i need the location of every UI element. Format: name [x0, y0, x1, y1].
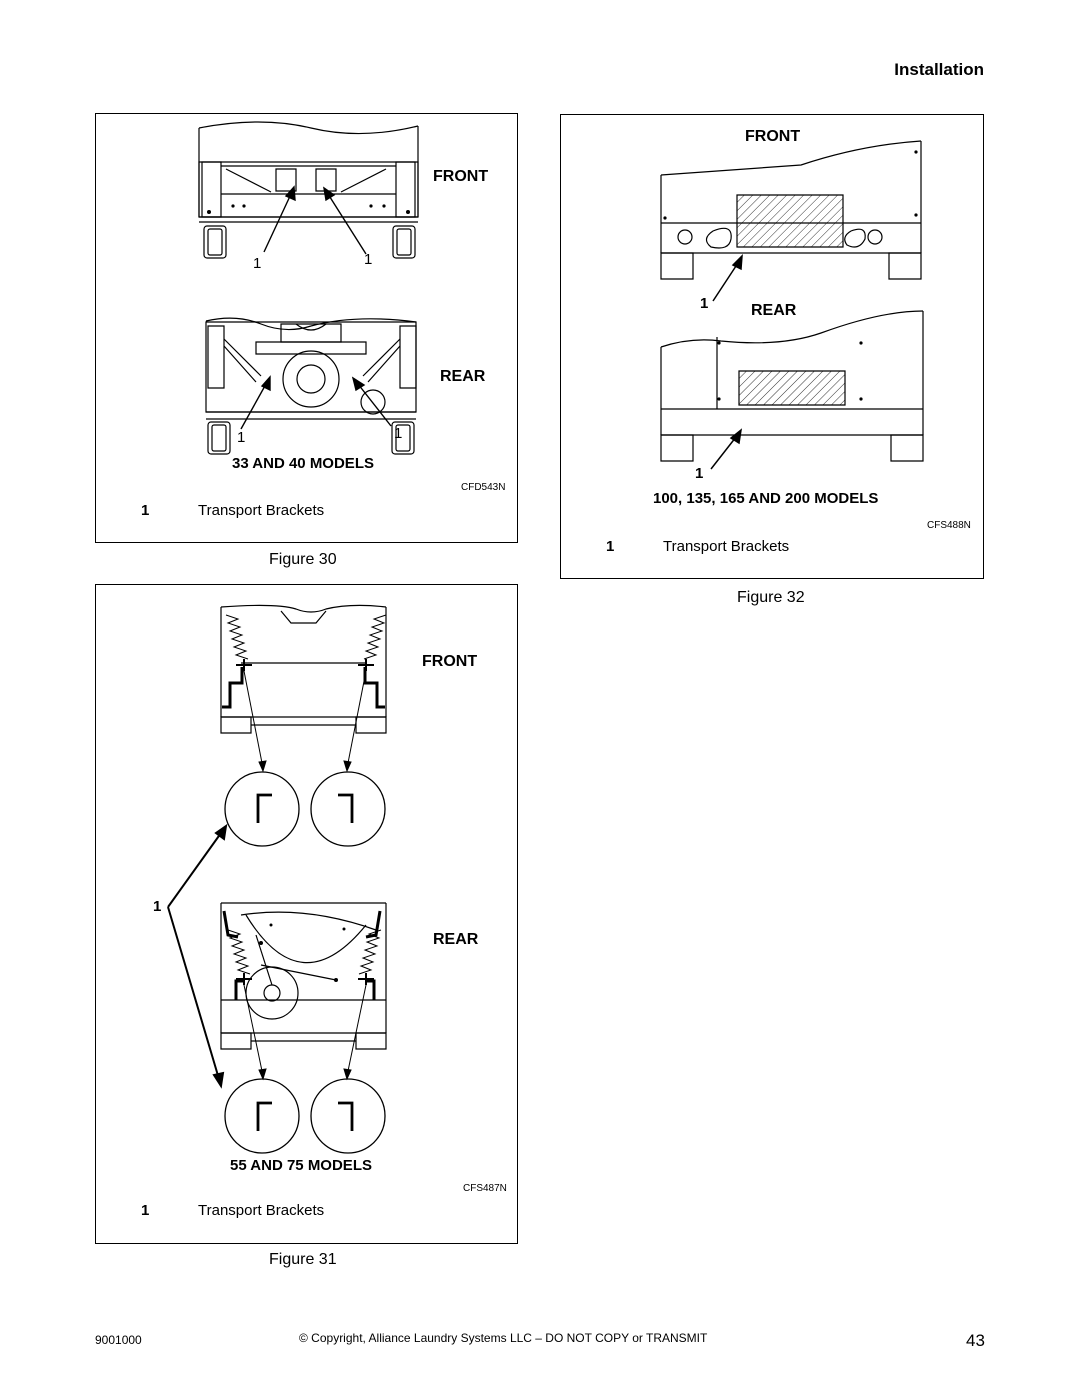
figure-30-rear-label: REAR: [440, 368, 486, 385]
figure-30-caption: Figure 30: [269, 551, 337, 568]
figure-30-callout-front-right: 1: [364, 251, 373, 268]
figure-30-callout-rear-right: 1: [394, 425, 403, 442]
figure-30-front-label: FRONT: [433, 168, 489, 185]
figure-32-legend-text: Transport Brackets: [663, 538, 790, 555]
figure-32-rear-label: REAR: [751, 302, 797, 319]
figure-30-legend-text: Transport Brackets: [198, 502, 325, 519]
figure-32-front-label: FRONT: [745, 128, 801, 145]
figure-32-callout-front: 1: [700, 295, 709, 312]
figure-30-models-label: 33 AND 40 MODELS: [232, 455, 374, 472]
figure-32-drawing: [561, 115, 985, 580]
figure-31-rear-label: REAR: [433, 931, 479, 948]
footer-doc-number: 9001000: [95, 1333, 142, 1347]
figure-30-drawing-code: CFD543N: [461, 482, 506, 493]
figure-32-frame: FRONT 1 REAR 1 100, 135, 165 AND 200 MOD…: [560, 114, 984, 579]
figure-30-frame: FRONT 1 1 REAR 1 1 33 AND 40 MODELS CFD5…: [95, 113, 518, 543]
figure-31-caption: Figure 31: [269, 1251, 337, 1268]
figure-31-callout: 1: [153, 898, 162, 915]
footer-page-number: 43: [966, 1331, 985, 1350]
figure-31-legend-number: 1: [141, 1202, 150, 1219]
figure-31-drawing-code: CFS487N: [463, 1183, 507, 1194]
figure-31-legend-text: Transport Brackets: [198, 1202, 325, 1219]
figure-31-frame: FRONT 1 REAR 55 AND 75 MODELS CFS487N 1 …: [95, 584, 518, 1244]
figure-30-callout-front-left: 1: [253, 255, 262, 272]
figure-31-drawing: [96, 585, 519, 1245]
figure-32-caption: Figure 32: [737, 589, 805, 606]
figure-30-legend-number: 1: [141, 502, 150, 519]
figure-32-models-label: 100, 135, 165 AND 200 MODELS: [653, 490, 879, 507]
figure-30-callout-rear-left: 1: [237, 429, 246, 446]
footer-copyright: © Copyright, Alliance Laundry Systems LL…: [299, 1331, 708, 1345]
figure-32-drawing-code: CFS488N: [927, 520, 971, 531]
figure-32-legend-number: 1: [606, 538, 615, 555]
figure-32-callout-rear: 1: [695, 465, 704, 482]
section-title: Installation: [894, 60, 984, 79]
figure-30-drawing: [96, 114, 519, 544]
figure-31-front-label: FRONT: [422, 653, 478, 670]
figure-31-models-label: 55 AND 75 MODELS: [230, 1157, 372, 1174]
